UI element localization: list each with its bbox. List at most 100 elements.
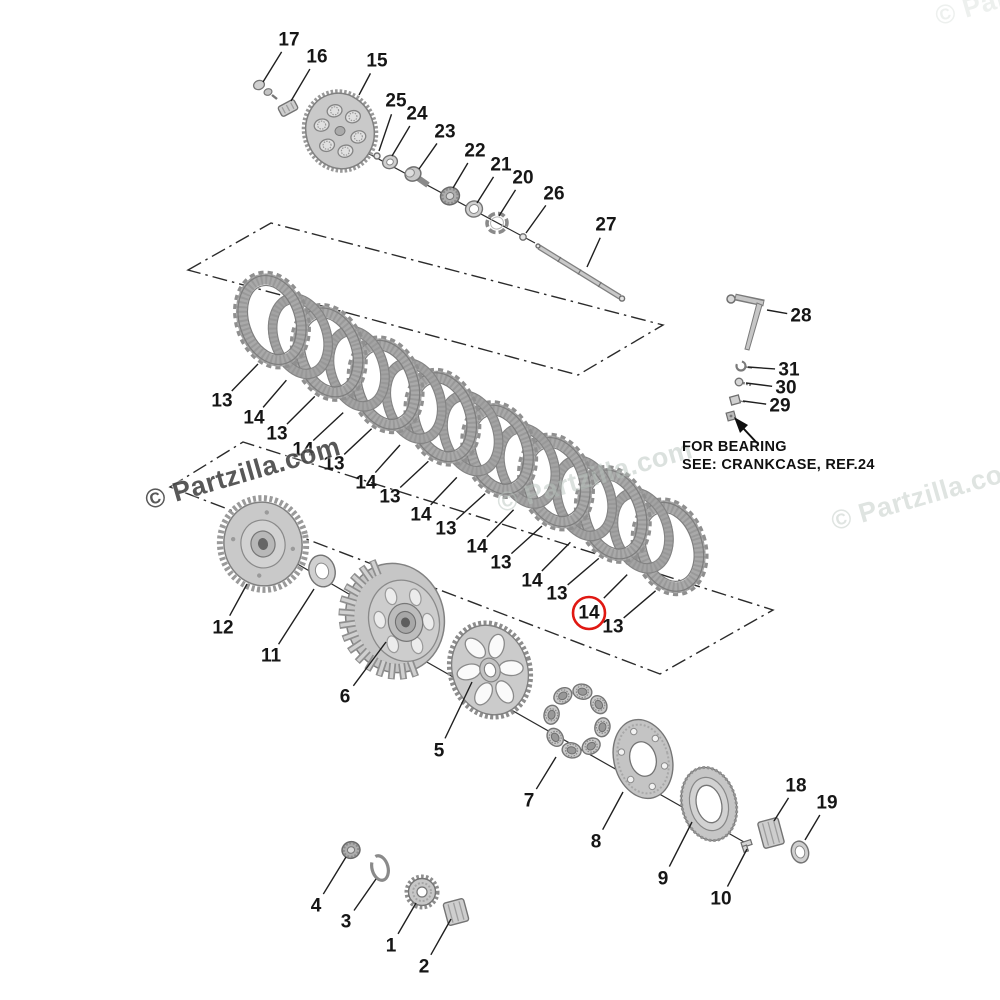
leader-line [603,574,628,599]
part-label-18: 18 [785,776,806,797]
leader-line [498,189,517,217]
part-label-1: 1 [386,936,397,957]
leader-line [277,588,315,645]
leader-line [322,856,347,895]
plate-label-14-2: 14 [243,408,265,429]
leader-line [397,902,417,935]
part-label-5: 5 [434,741,445,762]
part-label-8: 8 [591,832,602,853]
part-bushing-2 [442,898,470,926]
part-label-26: 26 [543,184,564,205]
part-label-12: 12 [212,618,233,639]
leader-line [378,114,393,152]
leader-line [262,51,283,83]
part-label-16: 16 [306,47,327,68]
part-label-7: 7 [524,791,535,812]
part-washer-19 [790,840,810,864]
leader-line [391,125,411,157]
part-clutch-boss-gear-12 [216,495,310,593]
leader-line [290,68,311,102]
part-gear-ring-9 [679,766,739,842]
leader-line [668,821,693,867]
part-nut-4 [341,840,361,860]
part-push-lever-28 [726,293,765,351]
leader-line [773,797,790,822]
part-label-27: 27 [595,215,616,236]
part-ball-25 [373,152,381,160]
leader-line [476,176,495,204]
part-label-21: 21 [490,155,512,176]
part-clip-31 [735,360,753,372]
leader-line [567,557,600,586]
part-nut-22 [439,186,461,206]
part-label-9: 9 [658,869,669,890]
plate-label-14-6: 14 [355,473,377,494]
part-washer-21 [464,200,484,218]
highlights [571,417,758,631]
leader-line [452,162,469,189]
part-nut-29 [728,394,746,406]
part-label-6: 6 [340,687,351,708]
leader-line [353,878,377,911]
leader-line [343,428,373,455]
part-label-22: 22 [464,141,485,162]
plate-label-14-12: 14 [521,571,543,592]
part-label-2: 2 [419,957,430,978]
part-ball-26 [519,233,527,241]
bearing-note-line1: FOR BEARING [682,439,787,455]
leader-line [742,400,767,405]
leader-line [229,583,248,617]
leader-line [231,363,259,392]
part-label-28: 28 [790,306,811,327]
leader-line [586,237,601,268]
leader-line [486,509,515,538]
part-label-15: 15 [366,51,388,72]
leader-line [623,590,657,619]
leader-line [766,309,788,315]
part-screw-30 [734,377,752,387]
part-driven-gear-5 [446,620,534,720]
part-bearing-ref-24 [725,410,737,422]
part-bushing-18 [757,817,785,849]
leader-line [444,681,473,739]
part-label-25: 25 [385,91,407,112]
part-label-24: 24 [406,104,428,125]
group-box-1 [186,222,665,376]
part-label-17: 17 [278,30,299,51]
part-label-19: 19 [816,793,837,814]
leader-line [726,848,748,887]
part-label-10: 10 [710,889,731,910]
leader-line [455,493,486,521]
plate-label-13-9: 13 [435,519,456,540]
part-push-rod-27 [535,243,626,302]
part-label-30: 30 [775,378,796,399]
leader-line [602,791,624,831]
leader-line [747,366,776,370]
parts [216,79,810,926]
plate-label-13-3: 13 [266,424,287,445]
leader-line [510,525,543,555]
plate-label-14-10: 14 [466,537,488,558]
group-box-2 [168,441,775,675]
plate-label-13-1: 13 [211,391,232,412]
part-lock-washer-20 [485,211,509,235]
part-label-11: 11 [261,646,282,667]
leader-line [541,541,571,572]
plate-label-13-7: 13 [379,487,400,508]
leader-line [430,476,458,506]
part-clutch-housing-6 [338,559,446,680]
leader-line [535,756,557,790]
leader-line [358,73,372,96]
plate-label-13-11: 13 [490,553,511,574]
friction-plate-13 [233,270,311,370]
part-key-10 [740,838,753,854]
bearing-note: FOR BEARING SEE: CRANKCASE, REF.24 [682,438,875,474]
leader-line [399,460,429,488]
part-pressure-plate-15 [301,89,379,173]
plate-label-14-14: 14 [578,603,600,624]
part-label-31: 31 [778,360,800,381]
leader-line [430,918,452,956]
